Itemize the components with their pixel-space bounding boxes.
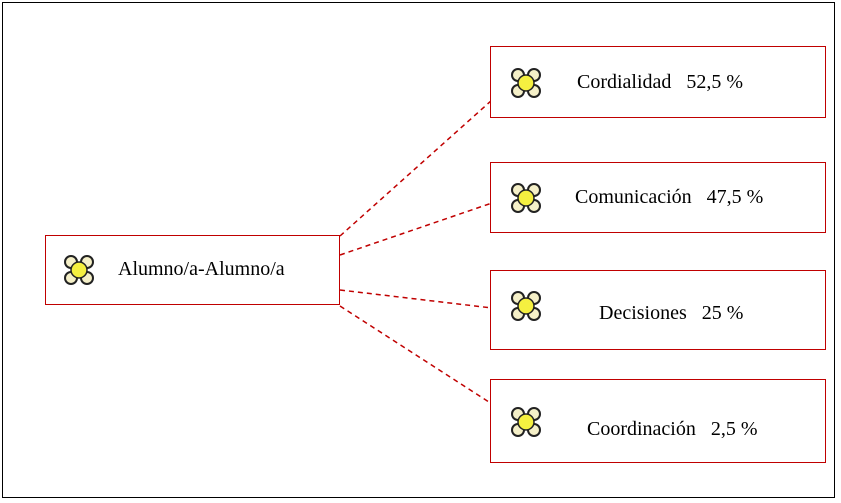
root-label: Alumno/a-Alumno/a	[118, 258, 285, 280]
diagram-frame	[2, 2, 835, 498]
flower-icon	[509, 405, 543, 439]
root-node: Alumno/a-Alumno/a	[45, 235, 340, 305]
child-label: Coordinación 2,5 %	[587, 418, 758, 440]
connector-coordinacion	[339, 305, 493, 405]
flower-icon	[509, 289, 543, 323]
child-label: Cordialidad 52,5 %	[577, 71, 744, 93]
flower-icon	[509, 181, 543, 215]
child-label: Comunicación 47,5 %	[575, 186, 764, 208]
child-node-decisiones: Decisiones 25 %	[490, 270, 826, 350]
child-node-coordinacion: Coordinación 2,5 %	[490, 379, 826, 463]
flower-icon	[62, 253, 96, 287]
child-node-cordialidad: Cordialidad 52,5 %	[490, 46, 826, 118]
connector-comunicacion	[339, 202, 493, 256]
connector-cordialidad	[339, 99, 493, 237]
child-node-comunicacion: Comunicación 47,5 %	[490, 162, 826, 233]
connector-decisiones	[339, 289, 493, 309]
flower-icon	[509, 66, 543, 100]
child-label: Decisiones 25 %	[599, 302, 744, 324]
